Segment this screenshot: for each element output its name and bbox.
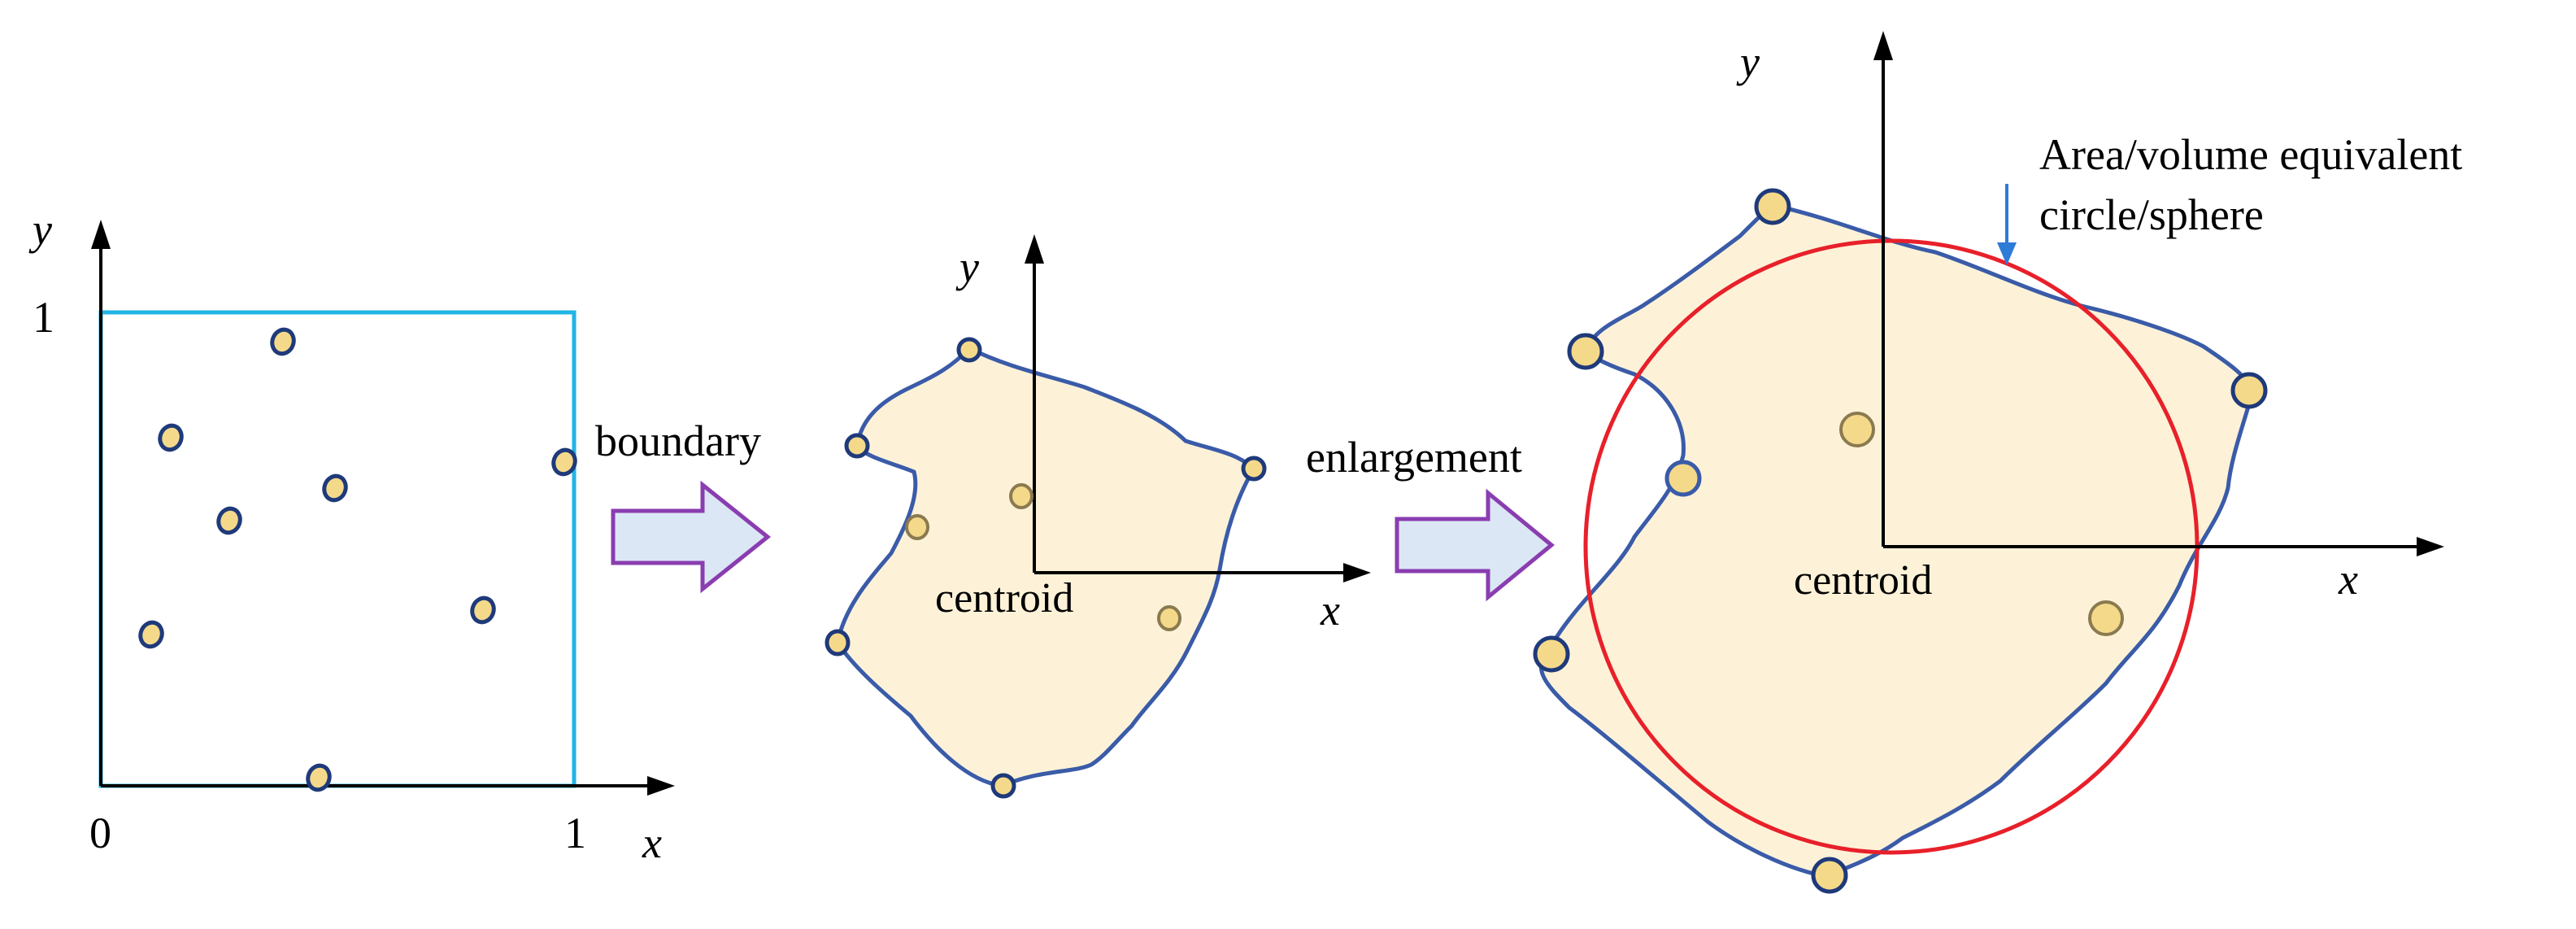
particle — [844, 433, 870, 459]
panel1-origin-label: 0 — [89, 809, 111, 857]
annotation-line-1: Area/volume equivalent — [2039, 130, 2462, 179]
panel1-particles — [138, 327, 577, 792]
enlargement-label: enlargement — [1306, 433, 1522, 482]
particle — [158, 423, 184, 452]
annotation-line-2: circle/sphere — [2039, 190, 2264, 239]
enlargement-step: enlargement — [1306, 433, 1555, 602]
particle — [551, 447, 577, 477]
panel1-tick-1-x: 1 — [564, 809, 586, 857]
particle — [270, 327, 296, 356]
panel-enlarged-shape: y x centroid Area/volume equivalent circ… — [1533, 31, 2462, 894]
panel1-y-arrowhead — [91, 220, 111, 249]
panel2-boundary-shape — [835, 345, 1257, 788]
particle — [322, 473, 348, 503]
particle — [1533, 635, 1570, 673]
particle — [990, 773, 1016, 799]
particle — [956, 337, 982, 363]
panel-unit-square: y 1 0 1 x — [28, 205, 675, 867]
panel3-x-arrowhead — [2417, 537, 2444, 556]
particle — [306, 763, 332, 792]
particle — [825, 629, 851, 656]
particle — [905, 514, 929, 540]
particle — [1811, 857, 1848, 894]
panel2-centroid-label: centroid — [935, 575, 1073, 622]
panel2-x-arrowhead — [1343, 563, 1371, 582]
particle — [1754, 188, 1791, 225]
panel3-centroid-label: centroid — [1794, 557, 1932, 604]
panel-boundary-shape: y x centroid — [825, 234, 1371, 799]
particle — [216, 506, 242, 535]
boundary-step: boundary — [595, 417, 772, 594]
particle — [470, 595, 496, 625]
panel1-tick-1-y: 1 — [33, 293, 54, 342]
panel3-x-label: x — [2338, 555, 2358, 604]
panel1-x-arrowhead — [647, 776, 675, 796]
panel3-enlarged-shape — [1538, 203, 2255, 879]
particle — [1009, 483, 1033, 509]
annotation-arrowhead — [1997, 242, 2017, 265]
boundary-block-arrow — [611, 480, 772, 594]
panel1-y-label: y — [28, 205, 52, 254]
panel3-particles — [1533, 188, 2268, 894]
panel2-x-label: x — [1320, 586, 1340, 635]
particle — [2230, 372, 2268, 409]
particle — [1567, 333, 1604, 370]
panel2-particles — [825, 337, 1267, 799]
panel2-y-label: y — [955, 242, 979, 291]
particle — [2088, 600, 2124, 636]
particle — [138, 620, 164, 649]
panel3-y-label: y — [1736, 37, 1760, 86]
enlargement-block-arrow — [1395, 488, 1555, 602]
particle — [1839, 412, 1875, 447]
unit-square — [98, 310, 577, 788]
panel1-x-label: x — [642, 818, 662, 867]
particle — [1241, 456, 1267, 482]
panel3-y-arrowhead — [1873, 31, 1893, 60]
particle — [1157, 605, 1181, 631]
panel2-y-arrowhead — [1025, 234, 1044, 264]
boundary-label: boundary — [595, 417, 761, 465]
particle — [1664, 460, 1702, 497]
